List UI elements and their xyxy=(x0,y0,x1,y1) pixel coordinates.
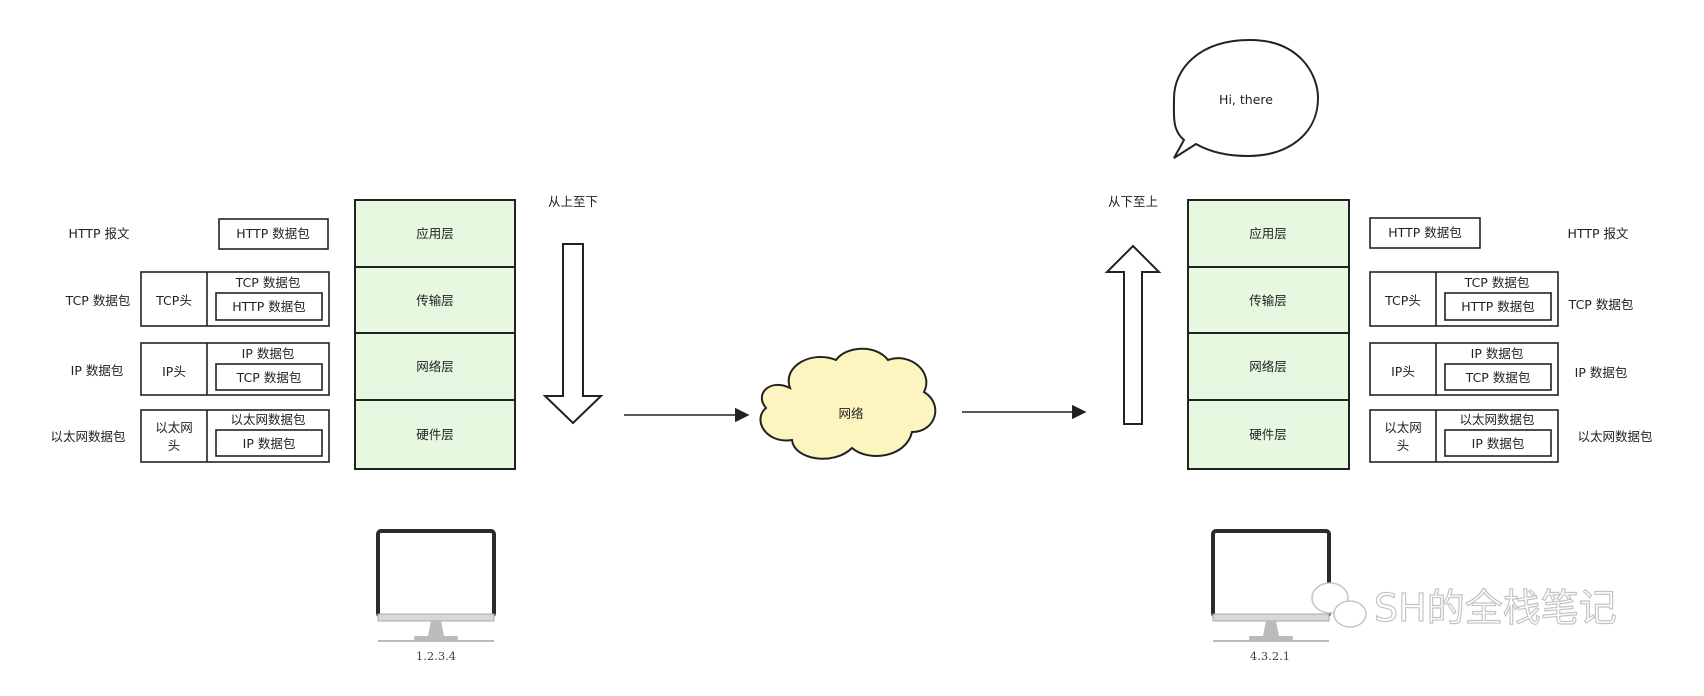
sender-eth-packet xyxy=(140,409,330,463)
sender-layer-transport xyxy=(354,266,516,334)
sender-eth-header-line1: 以太网 xyxy=(155,420,193,435)
sender-http-label: HTTP 报文 xyxy=(69,226,130,241)
receiver-eth-packet xyxy=(1369,409,1559,463)
sender-eth-header-line2: 头 xyxy=(168,438,181,453)
sender-tcp-packet xyxy=(140,271,330,327)
receiver-layer-transport-label: 传输层 xyxy=(1249,293,1287,308)
receiver-tcp-label: TCP 数据包 xyxy=(1568,297,1634,312)
sender-ip-address: 1.2.3.4 xyxy=(416,649,456,663)
sender-layer-hardware xyxy=(354,399,516,470)
watermark: SH的全栈笔记 xyxy=(1311,582,1617,631)
speech-bubble-text: Hi, there xyxy=(1219,92,1273,107)
network-label: 网络 xyxy=(838,406,864,421)
receiver-http-packet-text: HTTP 数据包 xyxy=(1388,225,1461,240)
receiver-ip-title: IP 数据包 xyxy=(1471,346,1524,361)
receiver-ip-inner: TCP 数据包 xyxy=(1465,370,1531,385)
receiver-tcp-packet xyxy=(1369,271,1559,327)
receiver-layer-hardware xyxy=(1187,399,1350,470)
receiver-layer-network xyxy=(1187,332,1350,401)
receiver-tcp-header: TCP头 xyxy=(1384,293,1421,308)
receiver-eth-inner: IP 数据包 xyxy=(1472,436,1525,451)
sender-tcp-header: TCP头 xyxy=(155,293,192,308)
receiver-ip-packet xyxy=(1369,342,1559,396)
receiver-eth-header-line1: 以太网 xyxy=(1384,420,1422,435)
wechat-icon xyxy=(1311,582,1367,628)
receiver-layer-network-label: 网络层 xyxy=(1249,359,1287,374)
sender-ip-title: IP 数据包 xyxy=(242,346,295,361)
sender-layer-hardware-label: 硬件层 xyxy=(416,427,454,442)
down-arrow-icon xyxy=(542,243,604,425)
sender-ip-label: IP 数据包 xyxy=(71,363,124,378)
sender-eth-title: 以太网数据包 xyxy=(230,412,305,427)
sender-side: 应用层 传输层 网络层 硬件层 从上至下 HTTP 报文 HTTP 数据包 TC… xyxy=(50,194,604,663)
receiver-ip-label: IP 数据包 xyxy=(1575,365,1628,380)
receiver-layer-stack xyxy=(1187,199,1350,470)
sender-layer-stack xyxy=(354,199,516,470)
receiver-side: Hi, there 从下至上 应用层 传输层 网络层 硬件层 HTTP 数据包 … xyxy=(1104,38,1653,663)
watermark-text: SH的全栈笔记 xyxy=(1374,586,1617,630)
sender-ip-header: IP头 xyxy=(162,364,186,379)
sender-layer-transport-label: 传输层 xyxy=(416,293,454,308)
sender-layer-application-label: 应用层 xyxy=(416,226,454,241)
receiver-tcp-title: TCP 数据包 xyxy=(1464,275,1530,290)
sender-tcp-label: TCP 数据包 xyxy=(65,293,131,308)
receiver-direction-label: 从下至上 xyxy=(1108,194,1158,209)
sender-http-packet xyxy=(218,218,329,250)
sender-eth-inner: IP 数据包 xyxy=(243,436,296,451)
network-cloud-icon xyxy=(759,347,937,460)
sender-computer-icon xyxy=(376,529,496,642)
receiver-eth-label: 以太网数据包 xyxy=(1577,429,1652,444)
up-arrow-icon xyxy=(1104,244,1162,425)
sender-eth-label: 以太网数据包 xyxy=(50,429,125,444)
sender-layer-application xyxy=(354,199,516,268)
sender-ip-packet xyxy=(140,342,330,396)
sender-ip-inner: TCP 数据包 xyxy=(236,370,302,385)
sender-http-packet-text: HTTP 数据包 xyxy=(236,226,309,241)
receiver-http-packet xyxy=(1369,217,1481,249)
receiver-layer-application-label: 应用层 xyxy=(1249,226,1287,241)
receiver-eth-title: 以太网数据包 xyxy=(1459,412,1534,427)
sender-tcp-inner: HTTP 数据包 xyxy=(232,299,305,314)
receiver-eth-header-line2: 头 xyxy=(1397,438,1410,453)
sender-tcp-title: TCP 数据包 xyxy=(235,275,301,290)
network-section: 网络 xyxy=(624,347,1087,460)
receiver-computer-icon xyxy=(1211,529,1331,642)
receiver-tcp-inner: HTTP 数据包 xyxy=(1461,299,1534,314)
sender-layer-network-label: 网络层 xyxy=(416,359,454,374)
sender-direction-label: 从上至下 xyxy=(548,194,598,209)
sender-layer-network xyxy=(354,332,516,401)
receiver-ip-header: IP头 xyxy=(1391,364,1415,379)
receiver-layer-hardware-label: 硬件层 xyxy=(1249,427,1287,442)
receiver-http-label: HTTP 报文 xyxy=(1568,226,1629,241)
speech-bubble-icon xyxy=(1172,38,1320,159)
receiver-ip-address: 4.3.2.1 xyxy=(1250,649,1290,663)
receiver-layer-application xyxy=(1187,199,1350,268)
